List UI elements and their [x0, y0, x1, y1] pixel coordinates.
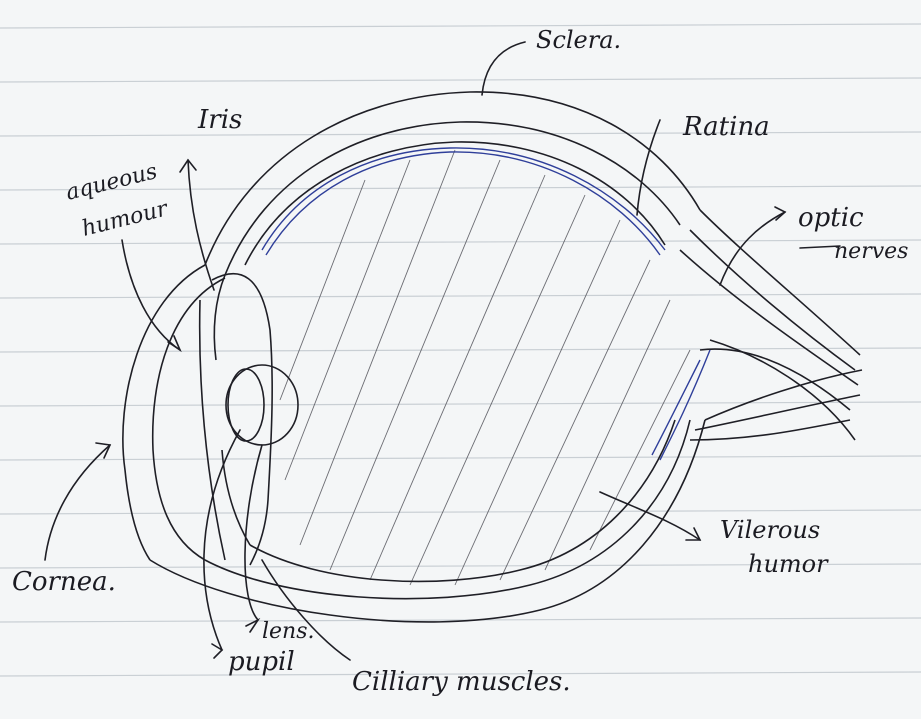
aqueous-arrow — [122, 240, 180, 350]
retina-arrow — [637, 120, 660, 215]
label-aqueous-2: humour — [79, 196, 171, 242]
label-optic: optic — [798, 203, 864, 233]
cornea-arrow — [45, 445, 110, 560]
label-ciliary: Cilliary muscles. — [352, 667, 571, 697]
inner-lower — [250, 420, 675, 581]
vitreous-hatching — [280, 150, 690, 585]
lens-arrow — [245, 445, 262, 620]
label-vitreous-2: humor — [748, 550, 829, 578]
vitreous-arrow — [600, 492, 700, 540]
label-vitreous-1: Vilerous — [720, 516, 820, 544]
label-retina: Ratina — [682, 112, 770, 142]
label-iris: Iris — [197, 105, 242, 135]
iris-upper — [214, 275, 225, 360]
choroid-lower — [205, 420, 690, 599]
sclera-outer-lower — [150, 420, 705, 622]
label-pupil: pupil — [228, 647, 295, 677]
sclera-outer — [205, 92, 700, 265]
iris-arrow — [188, 160, 214, 290]
label-nerves: nerves — [834, 239, 908, 264]
inner-upper — [245, 142, 665, 265]
sclera-arrow — [482, 42, 525, 95]
label-cornea: Cornea. — [12, 567, 116, 597]
label-sclera: Sclera. — [536, 26, 621, 54]
label-aqueous-1: aqueous — [63, 159, 159, 206]
label-lens: lens. — [262, 619, 315, 644]
pupil-arrow — [204, 430, 240, 650]
optic-arrow — [720, 212, 785, 285]
cornea-outer — [123, 265, 205, 560]
